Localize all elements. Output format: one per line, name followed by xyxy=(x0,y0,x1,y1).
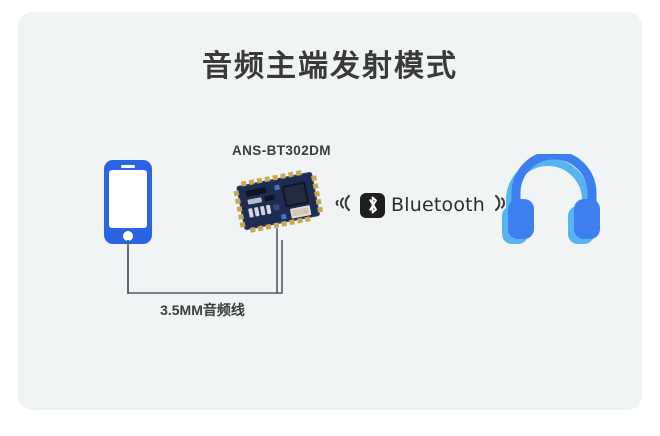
signal-waves-left-icon xyxy=(330,189,354,222)
smartphone-icon xyxy=(104,160,152,244)
bluetooth-logo-icon xyxy=(360,192,385,218)
bluetooth-pcb-module-icon xyxy=(232,165,324,235)
bracket-connector-icon xyxy=(120,222,290,302)
phone-home-button xyxy=(123,231,133,241)
module-label: ANS-BT302DM xyxy=(232,143,331,158)
bluetooth-brand-label: Bluetooth xyxy=(391,194,486,216)
phone-screen xyxy=(109,170,147,228)
page-title: 音频主端发射模式 xyxy=(202,50,458,83)
cable-label: 3.5MM音频线 xyxy=(160,302,245,318)
bluetooth-wireless-group: Bluetooth xyxy=(330,185,515,225)
phone-speaker xyxy=(121,165,135,168)
headphones-icon xyxy=(496,150,600,252)
